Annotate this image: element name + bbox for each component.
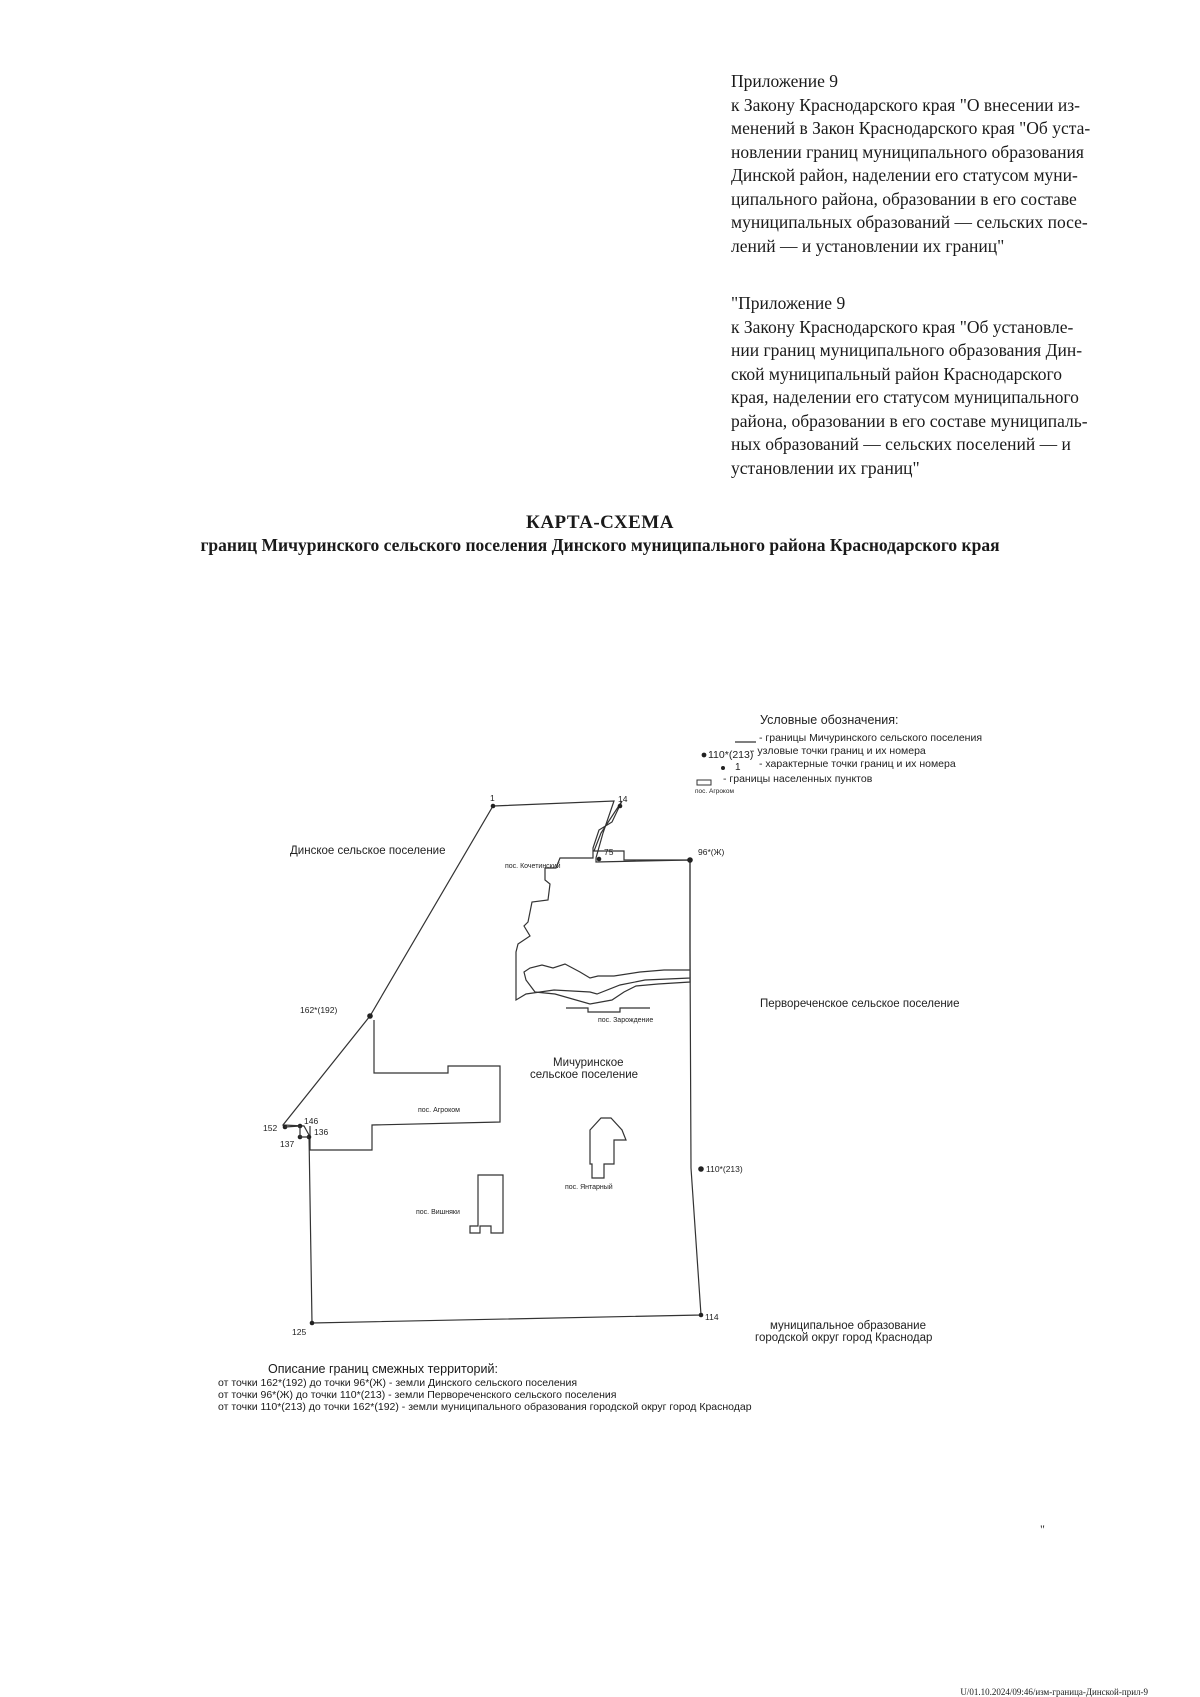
appendix-header-2: "Приложение 9 к Закону Краснодарского кр…: [731, 292, 1155, 480]
adjacent-line: от точки 162*(192) до точки 96*(Ж) - зем…: [218, 1377, 578, 1389]
point-1-label: 1: [490, 793, 495, 803]
point-labels: 1 14 75 96*(Ж) 162*(192) 152 146 137 136…: [263, 793, 743, 1337]
region-krasnodar-label-2: городской округ город Краснодар: [755, 1332, 932, 1344]
legend-symbols: [696, 741, 756, 786]
adjacent-line: от точки 110*(213) до точки 162*(192) - …: [218, 1401, 752, 1413]
appendix-2-line: к Закону Краснодарского края "Об установ…: [731, 316, 1074, 337]
settlement-agrokom-label: пос. Агроком: [418, 1107, 460, 1114]
legend-item-symbol: пос. Агроком: [695, 788, 734, 795]
map-subtitle: границ Мичуринского сельского поселения …: [200, 535, 1000, 555]
legend: Условные обозначения: - границы Мичуринс…: [695, 713, 982, 795]
legend-item-text: - границы населенных пунктов: [723, 773, 873, 785]
closing-quote-mark: ": [1040, 1522, 1045, 1536]
region-labels: Динское сельское поселение Первореченско…: [290, 845, 960, 1344]
point-125-marker: [309, 1320, 315, 1326]
legend-item-symbol: 110*(213): [708, 749, 753, 761]
legend-item-symbol: 1: [735, 762, 741, 773]
point-162-label: 162*(192): [300, 1005, 338, 1015]
settlement-yantarny-label: пос. Янтарный: [565, 1183, 613, 1191]
region-michurinskoe-label: Мичуринское: [553, 1057, 624, 1069]
settlement-labels: пос. Кочетинский пос. Зарождение пос. Аг…: [416, 862, 653, 1216]
document-footer-code: U/01.10.2024/09:46/изм-граница-Динской-п…: [960, 1687, 1148, 1697]
point-136-label: 136: [314, 1127, 328, 1137]
legend-item-text: - характерные точки границ и их номера: [759, 758, 956, 770]
point-146-label: 146: [304, 1116, 318, 1126]
adjacent-line: от точки 96*(Ж) до точки 110*(213) - зем…: [218, 1389, 617, 1401]
settlement-vishnyaki-label: пос. Вишняки: [416, 1209, 460, 1216]
legend-item-text: - границы Мичуринского сельского поселен…: [759, 732, 982, 744]
point-75-label: 75: [604, 847, 614, 857]
settlement-kochetinsky-outline: [515, 800, 691, 1005]
point-114-label: 114: [705, 1312, 719, 1322]
appendix-1-line: Динской район, наделении его статусом му…: [731, 165, 1078, 185]
appendix-2-line: "Приложение 9: [731, 293, 846, 313]
settlement-zarozhdenie-label: пос. Зарождение: [598, 1017, 653, 1024]
adjacent-title: Описание границ смежных территорий:: [268, 1362, 498, 1376]
point-1-marker: [490, 803, 496, 809]
point-137-label: 137: [280, 1139, 294, 1149]
point-markers: [282, 803, 704, 1326]
appendix-1-line: к Закону Краснодарского края "О внесении…: [731, 94, 1081, 115]
settlement-agrokom-outline: [309, 1020, 501, 1151]
region-krasnodar-label: муниципальное образование: [770, 1320, 926, 1332]
legend-title: Условные обозначения:: [760, 713, 899, 727]
adjacent-territories: Описание границ смежных территорий: от т…: [218, 1363, 752, 1413]
appendix-1-line: ципального района, образовании в его сос…: [731, 188, 1077, 209]
appendix-2-line: установлении их границ": [731, 457, 920, 478]
settlement-zarozhdenie-outline: [566, 1007, 650, 1013]
point-110-label: 110*(213): [706, 1164, 743, 1174]
settlement-kochetinsky-label: пос. Кочетинский: [505, 862, 561, 870]
appendix-header-1: Приложение 9 к Закону Краснодарского кра…: [731, 70, 1155, 258]
legend-settlement-boundary-icon: [696, 779, 712, 786]
point-14-label: 14: [618, 794, 628, 804]
appendix-2-line: ской муниципальный район Краснодарского: [731, 363, 1063, 384]
appendix-1-line: Приложение 9: [731, 71, 839, 91]
legend-nodal-point-icon: [701, 752, 707, 758]
region-pervorechenskoe-label: Первореченское сельское поселение: [760, 998, 960, 1010]
map-title: КАРТА-СХЕМА: [526, 512, 674, 533]
point-125-label: 125: [292, 1327, 306, 1337]
region-dinskoe-label: Динское сельское поселение: [290, 845, 446, 857]
point-110-marker: [698, 1166, 704, 1172]
point-114-marker: [698, 1312, 704, 1318]
appendix-1-line: новлении границ муниципального образован…: [731, 141, 1084, 162]
appendix-1-line: менений в Закон Краснодарского края "Об …: [731, 118, 1091, 138]
point-14-marker: [617, 803, 623, 809]
legend-item-text: - узловые точки границ и их номера: [751, 745, 926, 757]
point-96-marker: [687, 857, 693, 863]
settlement-yantarny-outline: [589, 1117, 627, 1179]
point-75-marker: [596, 856, 602, 862]
region-michurinskoe-label-2: сельское поселение: [530, 1069, 638, 1081]
point-96-label: 96*(Ж): [698, 847, 724, 857]
appendix-2-line: ных образований — сельских поселений — и: [731, 434, 1071, 454]
point-162-marker: [367, 1013, 373, 1019]
appendix-2-line: нии границ муниципального образования Ди…: [731, 340, 1083, 360]
appendix-1-line: муниципальных образований — сельских пос…: [731, 212, 1088, 232]
settlement-vishnyaki-outline: [469, 1174, 504, 1234]
appendix-2-line: района, образовании в его составе муници…: [731, 410, 1088, 431]
michurinskoe-boundary: [281, 800, 702, 1324]
appendix-2-line: края, наделении его статусом муниципальн…: [731, 387, 1079, 407]
legend-characteristic-point-icon: [721, 766, 725, 770]
point-152-label: 152: [263, 1123, 277, 1133]
appendix-1-line: лений — и установлении их границ": [731, 235, 1005, 256]
